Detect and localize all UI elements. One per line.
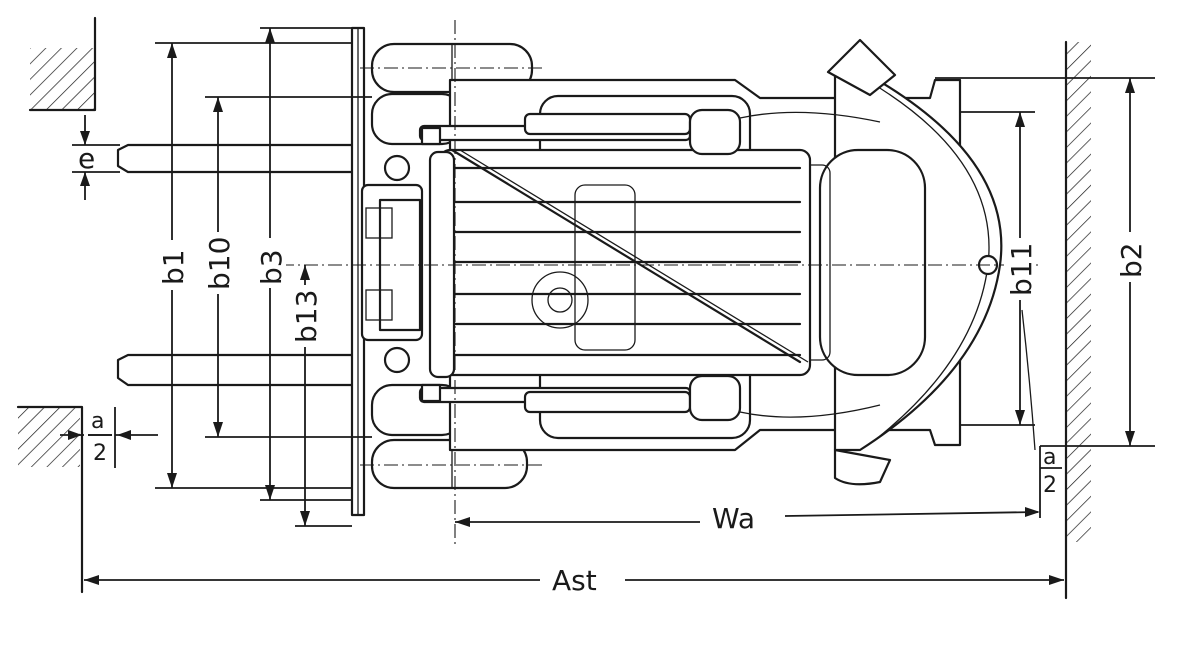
fork-carriage (350, 26, 366, 517)
label-ast: Ast (552, 564, 597, 597)
label-two-left: 2 (93, 441, 107, 466)
label-b1: b1 (157, 249, 190, 285)
label-b13: b13 (290, 290, 323, 343)
wall-top-left (28, 16, 97, 112)
label-a-left: a (91, 409, 104, 434)
wall-right (1064, 40, 1091, 600)
label-e: e (78, 142, 95, 175)
label-b10: b10 (203, 237, 236, 290)
dim-a-half-right (1039, 446, 1062, 518)
label-b11: b11 (1005, 243, 1038, 296)
operator-seat (799, 148, 927, 377)
label-b3: b3 (255, 249, 288, 285)
dim-ast (84, 575, 1064, 585)
tilt-cylinders (418, 108, 881, 422)
fork-bottom (116, 353, 358, 387)
label-a-right: a (1043, 445, 1056, 470)
dim-wa (455, 507, 1040, 527)
fork-top (116, 143, 358, 174)
overhead-guard (438, 148, 812, 377)
centerlines (280, 20, 1040, 548)
label-wa: Wa (712, 502, 755, 535)
dimension-labels: e b1 b10 b3 b13 b11 b2 a 2 a 2 Wa Ast (78, 142, 1148, 597)
label-two-right: 2 (1043, 473, 1057, 498)
label-b2: b2 (1115, 242, 1148, 278)
dim-e (72, 115, 120, 200)
dim-b2 (935, 77, 1155, 447)
